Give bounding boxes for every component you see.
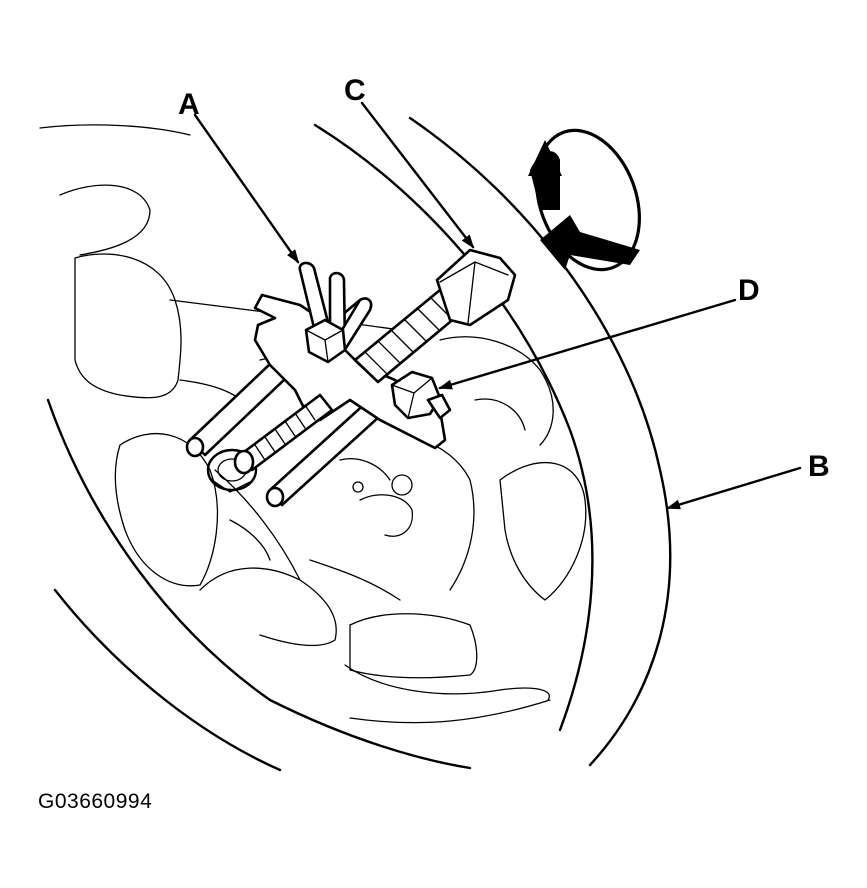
callout-d-label: D xyxy=(738,274,760,307)
steering-wheel-rim xyxy=(39,116,672,772)
callout-c-label: C xyxy=(344,74,366,107)
figure-id: G03660994 xyxy=(38,790,153,813)
rotation-arrow-icon xyxy=(528,128,641,272)
callout-b-label: B xyxy=(808,450,830,483)
puller-nut xyxy=(390,370,452,420)
puller-center-bolt xyxy=(233,248,517,475)
callout-leaders xyxy=(193,101,802,510)
callout-a-label: A xyxy=(178,88,200,121)
steering-wheel-puller xyxy=(185,261,447,508)
